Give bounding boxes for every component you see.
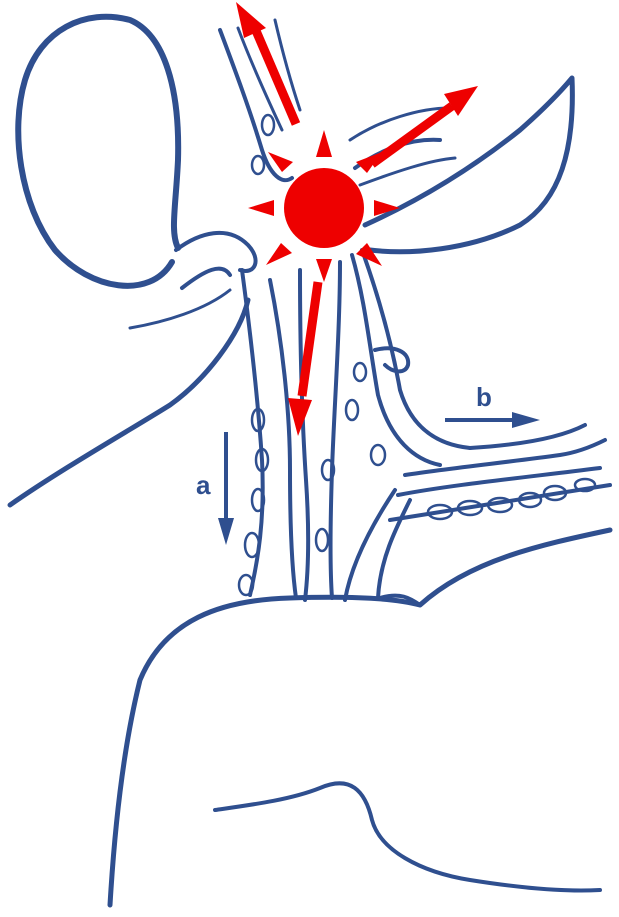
tumor-ray xyxy=(266,243,292,265)
liver-left-edge-inner xyxy=(130,290,230,328)
spread-arrow-upper-right xyxy=(372,86,478,164)
duodenum-outline xyxy=(110,530,610,905)
common-hepatic-artery-upper xyxy=(470,425,585,448)
tumor-ray xyxy=(316,259,332,282)
spread-arrow-down xyxy=(288,282,318,436)
cystic-duct-outline xyxy=(176,233,256,271)
tumor-ray xyxy=(356,243,382,266)
arrow-b xyxy=(445,412,540,428)
gallbladder-outline xyxy=(18,17,178,286)
label-a: a xyxy=(196,470,210,501)
tumor-core xyxy=(284,168,364,248)
tumor-marker xyxy=(236,2,478,436)
liver-left-edge xyxy=(10,300,248,505)
cystic-duct-lower xyxy=(182,269,230,288)
tumor-ray xyxy=(316,130,332,157)
tumor-ray xyxy=(248,200,274,216)
anatomy-outlines xyxy=(10,17,610,905)
portal-vein-left xyxy=(300,270,308,600)
duodenum-inner-curve xyxy=(215,783,600,890)
arrow-a xyxy=(218,432,234,545)
portal-vein-right xyxy=(331,262,341,598)
liver-right-edge xyxy=(365,78,572,252)
common-bile-duct-right xyxy=(270,280,296,598)
vessel-descending xyxy=(378,500,410,598)
label-b: b xyxy=(476,382,492,413)
